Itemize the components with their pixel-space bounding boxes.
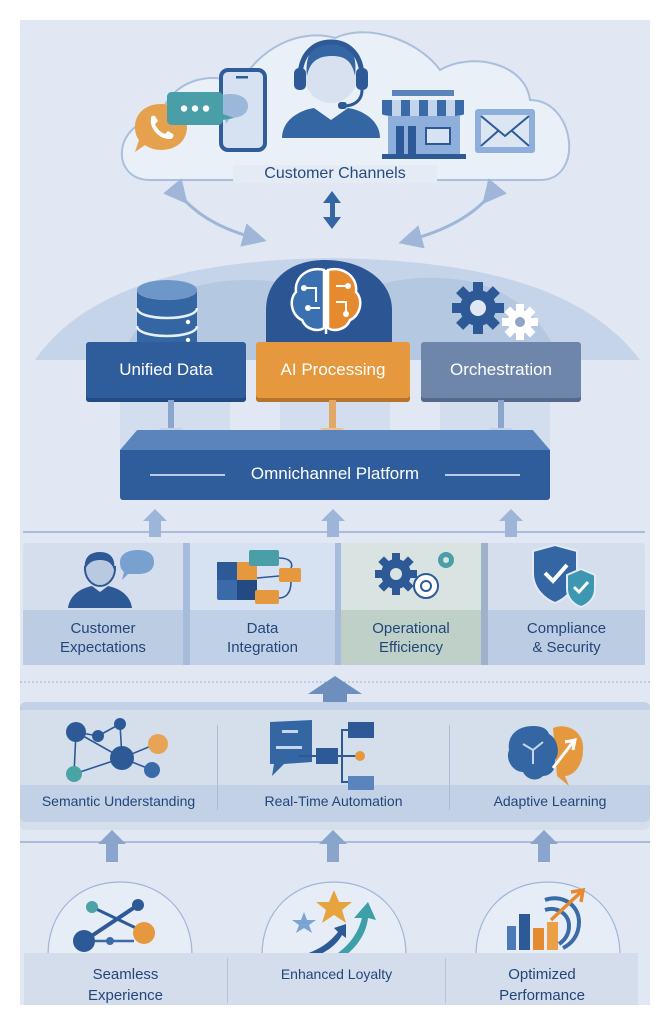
performance-chart-icon <box>507 887 586 950</box>
outcome-enhanced-loyalty[interactable]: Enhanced Loyalty <box>280 966 393 982</box>
drivers-to-platform-arrows <box>23 509 645 537</box>
platform-bar-top <box>120 430 550 450</box>
outcomes-label-band <box>24 953 638 1005</box>
workflow-icon <box>270 720 374 790</box>
capabilities-label-band <box>20 785 650 822</box>
capability-semantic-understanding[interactable]: Semantic Understanding <box>41 793 196 809</box>
orchestration-block[interactable]: Orchestration <box>421 342 581 398</box>
capability-real-time-automation[interactable]: Real-Time Automation <box>264 793 403 809</box>
security-shield-icon <box>532 543 596 609</box>
email-envelope-icon <box>475 109 535 153</box>
operational-gears-icon <box>375 552 454 599</box>
learning-brain-icon <box>507 726 584 786</box>
omnichannel-platform-bar[interactable]: Omnichannel Platform <box>120 430 550 500</box>
driver-divider-2 <box>335 543 341 665</box>
customer-chat-icon <box>68 550 154 608</box>
gears-icon <box>452 282 538 340</box>
channel-flow-arrows <box>163 178 507 249</box>
support-agent-headset-icon <box>282 39 380 138</box>
stars-growth-icon <box>292 890 376 958</box>
outcome-divider-2 <box>445 958 446 1003</box>
data-integration-icon <box>217 550 301 604</box>
outcomes-to-capabilities-arrows <box>20 830 650 862</box>
capability-adaptive-learning[interactable]: Adaptive Learning <box>493 793 607 809</box>
driver-label: Compliance& Security <box>488 610 645 665</box>
ai-processing-block[interactable]: AI Processing <box>256 342 410 398</box>
database-icon <box>135 280 199 352</box>
capability-divider-1 <box>217 725 218 810</box>
driver-divider-3 <box>481 543 488 665</box>
storefront-icon <box>382 90 466 159</box>
channels-title: Customer Channels <box>233 165 437 183</box>
outcome-divider-1 <box>227 958 228 1003</box>
ai-brain-icon <box>290 267 362 334</box>
driver-compliance-security[interactable]: Compliance& Security <box>488 543 645 665</box>
driver-divider-1 <box>183 543 190 665</box>
unified-data-block[interactable]: Unified Data <box>86 342 246 398</box>
connected-nodes-icon <box>73 899 155 952</box>
platform-line-right <box>445 474 520 476</box>
platform-line-left <box>150 474 225 476</box>
orchestration-label: Orchestration <box>449 360 553 379</box>
network-graph-icon <box>66 718 168 782</box>
ai-processing-label: AI Processing <box>280 360 386 379</box>
chat-bubble-icon <box>167 92 234 125</box>
unified-data-label: Unified Data <box>119 360 213 379</box>
capability-divider-2 <box>449 725 450 810</box>
platform-label: Omnichannel Platform <box>250 464 420 483</box>
